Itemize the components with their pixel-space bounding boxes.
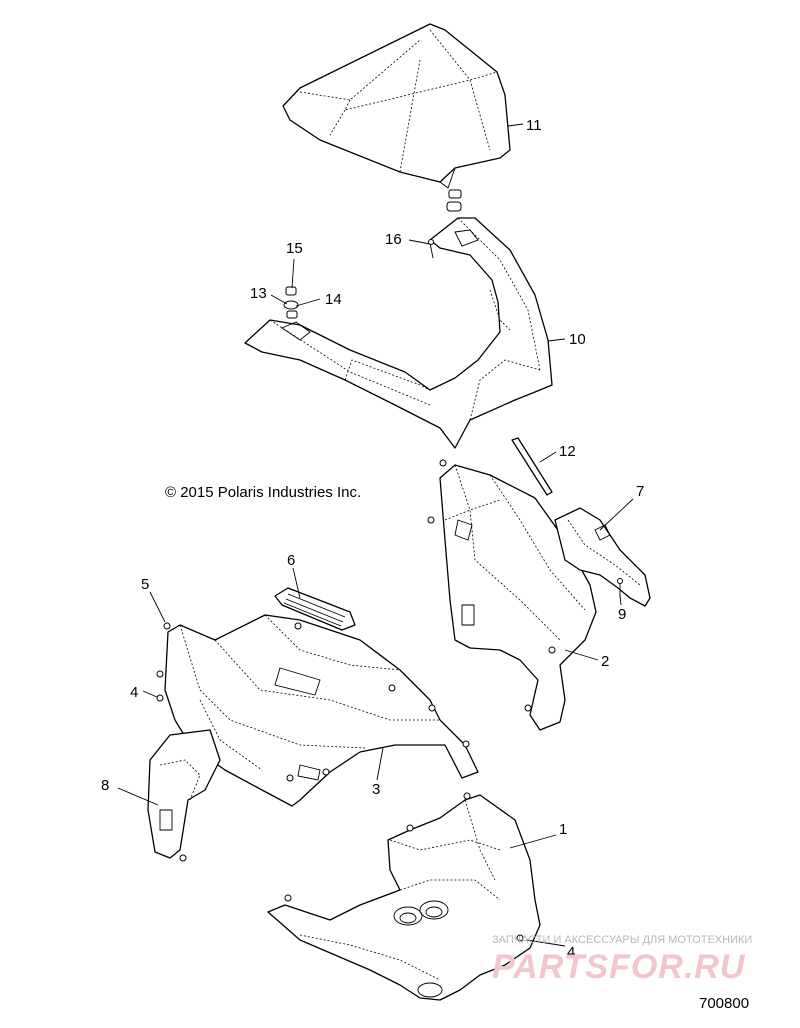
callout-numbers: 11 16 15 13 14 10 12 7 6 5 9 4 2 8 3 1 4	[101, 117, 644, 961]
callout-15: 15	[286, 240, 303, 257]
callout-10: 10	[569, 331, 586, 348]
watermark-tagline: ЗАПЧАСТИ И АКСЕССУАРЫ ДЛЯ МОТОТЕХНИКИ	[492, 934, 752, 946]
callout-2: 2	[601, 653, 609, 670]
callout-12: 12	[559, 443, 576, 460]
part-12-trim-strip	[511, 437, 553, 496]
callout-5: 5	[141, 576, 149, 593]
fastener-16	[428, 239, 434, 259]
watermark: ЗАПЧАСТИ И АКСЕССУАРЫ ДЛЯ МОТОТЕХНИКИ PA…	[492, 934, 752, 986]
part-7-bracket	[554, 507, 651, 607]
part-8-side-cover	[147, 729, 221, 862]
callout-7: 7	[636, 483, 644, 500]
callout-14: 14	[325, 291, 342, 308]
callout-8: 8	[101, 777, 109, 794]
copyright-notice: © 2015 Polaris Industries Inc.	[165, 484, 361, 501]
callout-3: 3	[372, 781, 380, 798]
part-2-side-panel	[439, 464, 597, 731]
callout-11: 11	[526, 117, 542, 134]
front-panel-fasteners	[156, 622, 470, 782]
floor-fasteners	[284, 792, 524, 942]
side-panel-fasteners	[427, 459, 556, 712]
callout-9: 9	[618, 606, 626, 623]
callout-6: 6	[287, 552, 295, 569]
hood-fasteners	[446, 189, 462, 212]
fasteners-13-14-15	[283, 286, 299, 319]
part-1-floor-tub	[267, 794, 541, 1001]
watermark-brand: PARTSFOR.RU	[492, 948, 746, 986]
leader-lines	[117, 123, 634, 947]
callout-13: 13	[250, 285, 267, 302]
callout-4-upper: 4	[130, 684, 138, 701]
part-11-hood	[282, 23, 511, 189]
callout-16: 16	[385, 231, 402, 248]
callout-1: 1	[559, 821, 567, 838]
part-6-grille	[274, 587, 356, 631]
diagram-number: 700800	[699, 995, 749, 1012]
callout-4-lower: 4	[567, 944, 575, 961]
part-3-front-panel	[164, 614, 479, 807]
part-10-upper-frame	[244, 217, 553, 449]
